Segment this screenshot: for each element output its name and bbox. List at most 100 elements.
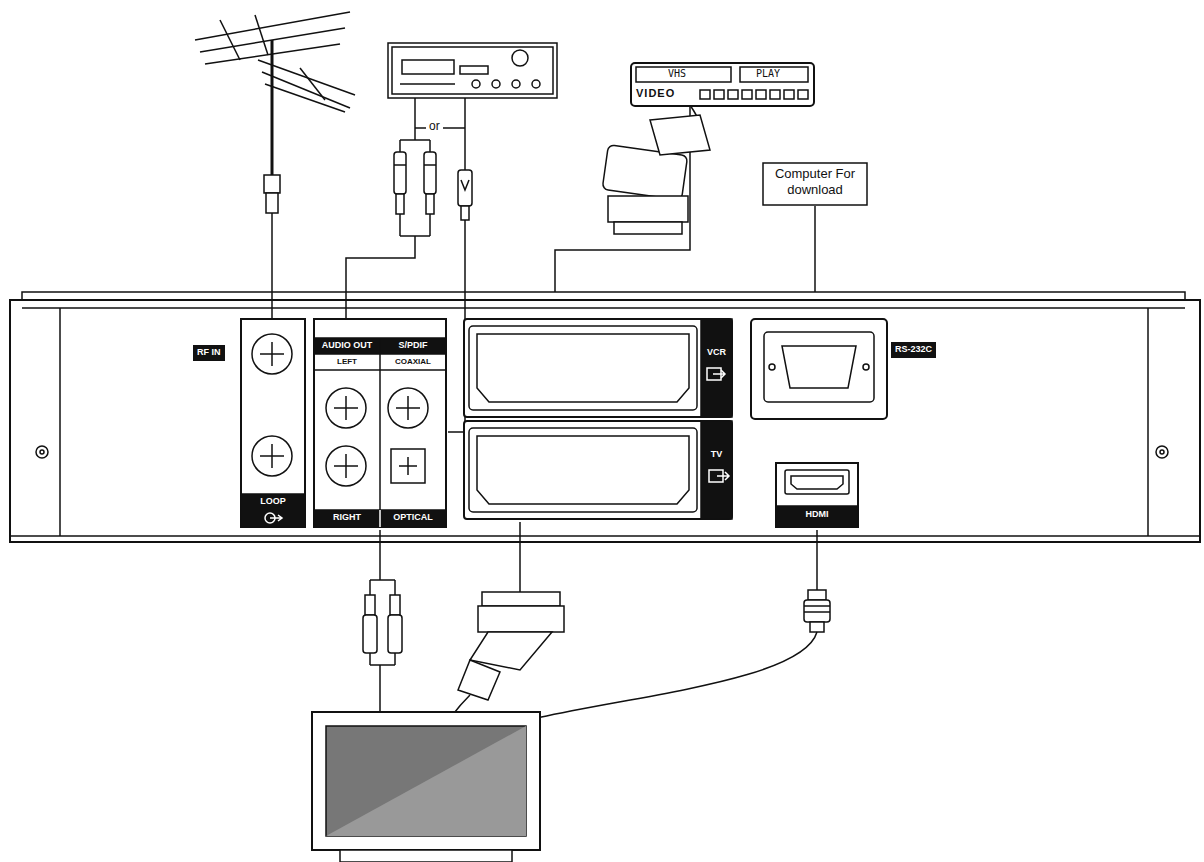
tv-cables-part: [370, 664, 395, 666]
rs232-port-shape: [764, 332, 874, 402]
amplifier: [388, 43, 557, 98]
antenna-part: [300, 68, 325, 100]
tv-cables-part: [804, 611, 830, 613]
vcr-scart-plug-part: [608, 196, 688, 222]
tv-cables-part: [804, 605, 830, 607]
audio-connector-group-shape: [345, 454, 347, 478]
hdmi-port: HDMI: [775, 462, 859, 528]
amplifier-cables-part: [346, 236, 415, 318]
hdmi-port-shape: [776, 506, 858, 527]
tv-scart-port-shape: [469, 428, 697, 512]
tv-scart-port-shape: [717, 472, 729, 480]
computer-box-shape: [763, 163, 867, 205]
port-label: OPTICAL: [380, 513, 446, 523]
computer-box: Computer For download: [762, 162, 868, 206]
amplifier-cables-part: [424, 152, 436, 194]
rf-connector-group-shape: [241, 319, 305, 527]
vcr-device-shape: [742, 90, 752, 99]
audio-connector-group-shape: [345, 396, 347, 420]
tv-cables-part: [388, 615, 402, 653]
amplifier-cables-part: [458, 170, 472, 206]
rf-connector-group-shape: [241, 494, 305, 527]
antenna-part: [262, 72, 350, 108]
tv-cables-part: [370, 579, 395, 581]
antenna-part: [264, 175, 280, 193]
antenna-part: [205, 44, 340, 64]
rs232-port-shape: [751, 319, 887, 419]
vcr-device-shape: [770, 90, 780, 99]
port-label: VCR: [701, 348, 732, 358]
tv-scart-port: TV: [463, 420, 733, 520]
tv-cables-part: [363, 615, 377, 653]
vcr-device-outline: [630, 62, 815, 107]
amplifier-cables-part: [461, 206, 469, 220]
port-label: Computer For download: [767, 166, 863, 197]
vcr-scart-plug: [602, 105, 710, 234]
rf-connector-group-shape: [271, 342, 273, 366]
vcr-scart-plug-part: [650, 115, 710, 155]
amplifier-cables-part: [424, 164, 436, 166]
rf-connector-group-shape: [252, 334, 292, 374]
tv-cables-part: [379, 530, 381, 580]
amplifier-cables-part: [414, 98, 416, 128]
rs232-port-shape: [782, 346, 856, 388]
rf-connector-group-shape: [270, 515, 282, 521]
rs232-port-shape: [863, 364, 869, 370]
port-label: COAXIAL: [380, 358, 446, 367]
rear-panel-part: [10, 535, 1200, 537]
rear-panel-part: [59, 308, 61, 536]
hdmi-port-shape: [785, 470, 849, 494]
tv-cables-part: [390, 595, 400, 615]
audio-connector-group-shape: [379, 510, 381, 527]
amplifier-cables-part: [464, 98, 466, 170]
vcr-device-shape: [714, 90, 724, 99]
tv-cables-part: [810, 622, 824, 632]
amplifier-cables-part: [461, 180, 469, 190]
tv-scart-port-shape: [464, 421, 732, 519]
tv-cables-part: [519, 522, 521, 592]
hdmi-port-shape: [791, 476, 843, 489]
port-label: LOOP: [241, 497, 305, 507]
hdmi-port-shape: [776, 463, 858, 527]
amplifier-part: [400, 83, 455, 85]
television: [312, 712, 540, 862]
rear-panel-part: [22, 292, 1185, 300]
vcr-device-shape: [784, 90, 794, 99]
tv-scart-port-outline: [463, 420, 733, 520]
tv-scart-port-shape: [477, 436, 689, 504]
antenna: [195, 12, 355, 334]
rf-connector-group: RF INLOOP: [240, 318, 306, 528]
vcr-device-shape: [636, 67, 731, 82]
antenna-part: [271, 40, 274, 175]
vcr-scart-port-shape: [713, 370, 725, 378]
amplifier-part: [472, 80, 480, 88]
antenna-part: [265, 84, 345, 112]
vcr-device: VHSPLAYVIDEO: [630, 62, 815, 107]
amplifier-part: [532, 80, 540, 88]
amplifier-part: [392, 47, 553, 94]
rear-panel-part: [36, 446, 48, 458]
television-part: [326, 726, 526, 836]
television-part: [312, 712, 540, 850]
port-label: RS-232C: [891, 342, 936, 358]
port-label: S/PDIF: [380, 341, 446, 351]
audio-connector-group-shape: [314, 369, 446, 371]
rf-connector-group-shape: [252, 436, 292, 476]
vcr-device-shape: [740, 67, 808, 82]
antenna-part: [195, 12, 350, 40]
amplifier-cables-part: [399, 140, 401, 152]
audio-connector-group-shape: [379, 338, 381, 527]
vcr-scart-port-shape: [464, 319, 732, 417]
port-label: VIDEO: [636, 87, 675, 99]
antenna-part: [200, 28, 345, 52]
amplifier-part: [460, 66, 488, 74]
amplifier-part: [388, 43, 557, 98]
vcr-scart-plug-part: [614, 222, 682, 234]
audio-connector-group-shape: [407, 396, 409, 420]
audio-connector-group-shape: [314, 319, 446, 527]
antenna-part: [266, 193, 278, 213]
tv-scart-port-shape: [701, 421, 732, 519]
port-label: RF IN: [193, 345, 225, 361]
antenna-part: [255, 15, 268, 55]
